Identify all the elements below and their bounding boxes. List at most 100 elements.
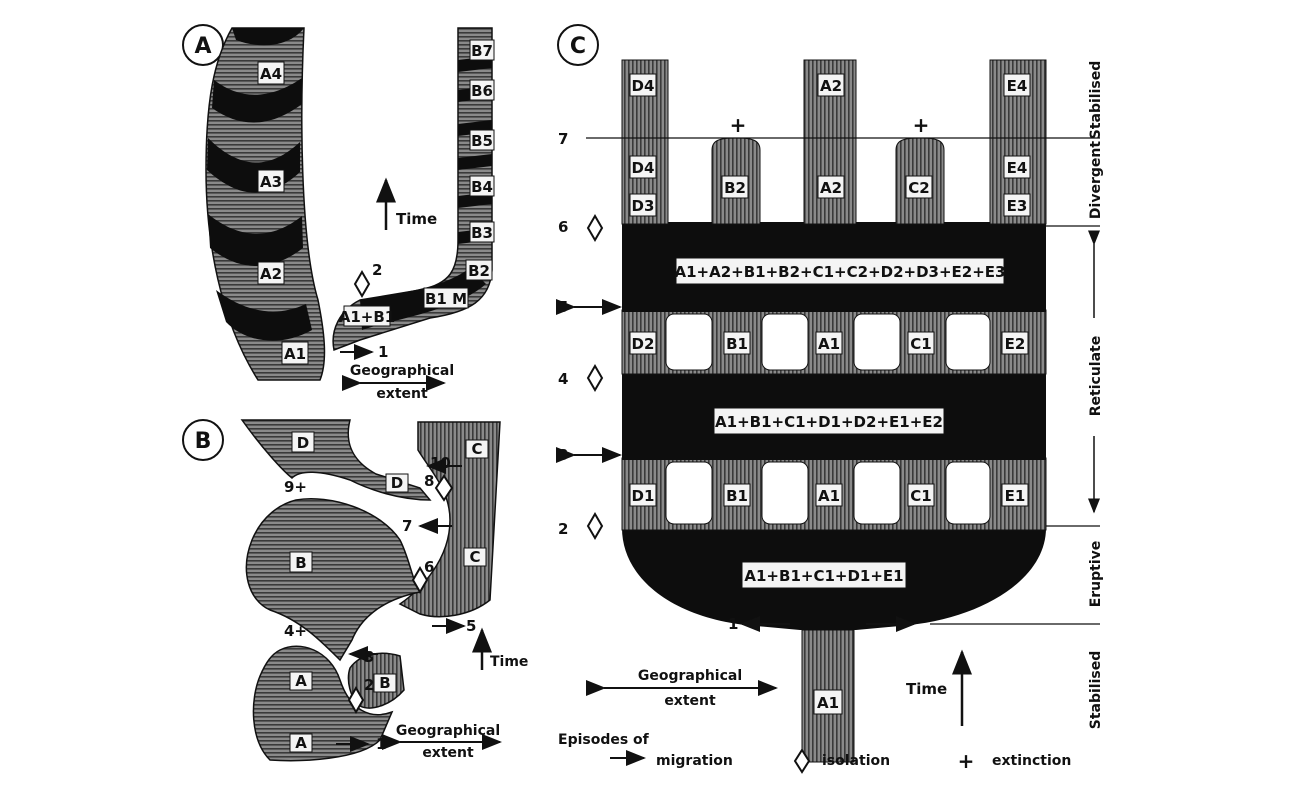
time-label: Time	[490, 654, 528, 670]
episode-number: 8	[424, 472, 434, 490]
panel-b: B D D C C B B A A 1	[182, 419, 528, 762]
unit-label: B	[379, 674, 390, 692]
unit-label: D4	[632, 159, 655, 177]
phase-label: Eruptive	[1088, 541, 1104, 608]
a-unit-boxes: A4 A3 A2 A1 B7 B6 B5 B4 B3 B2 B1 M A1+B1	[257, 39, 495, 365]
unit-label: D2	[632, 335, 655, 353]
unit-box	[257, 61, 285, 85]
legend-migration: migration	[656, 753, 733, 769]
lineage-c	[398, 421, 501, 618]
unit-label: A3	[260, 173, 282, 191]
unit-label: E1	[1005, 487, 1026, 505]
band	[232, 28, 304, 46]
phase-label: Stabilised	[1088, 61, 1104, 140]
unit-box	[291, 431, 315, 453]
unit-box	[469, 39, 495, 61]
unit-label: B4	[471, 178, 493, 196]
reticulate-gaps	[665, 313, 991, 525]
unit-label: D4	[632, 77, 655, 95]
phase-label: Divergent	[1088, 141, 1104, 219]
episode-number: 4+	[284, 622, 307, 640]
unit-box	[373, 673, 397, 693]
isolation-diamond	[434, 474, 454, 502]
unit-box	[257, 261, 285, 285]
unit-box	[343, 305, 391, 327]
unit-label: A	[295, 734, 307, 752]
band	[216, 290, 312, 341]
episode-number: 1	[378, 343, 388, 361]
panel-b-label: B	[195, 429, 212, 454]
extent-label: extent	[422, 745, 474, 761]
unit-label: D	[391, 474, 403, 492]
unit-label: C2	[908, 179, 929, 197]
unit-box	[469, 129, 495, 151]
unit-label: A2	[820, 179, 842, 197]
isolation-diamond	[353, 270, 371, 298]
panel-c: C + +	[556, 24, 1104, 763]
c-unit-boxes: D4 A2 E4 D4 D3 B2 A2 C2 E4 E3 A1+A2+B1+B…	[629, 73, 1031, 715]
unit-box	[465, 259, 493, 281]
band	[208, 214, 303, 266]
unit-box	[385, 473, 409, 493]
legend-extinction-mark: +	[958, 749, 975, 773]
lineage-b-lower	[245, 498, 422, 662]
legend: Episodes of migration isolation + extinc…	[558, 732, 1071, 774]
phase-label: Stabilised	[1088, 651, 1104, 730]
extent-label: Geographical	[396, 723, 500, 739]
episode-number: 9+	[284, 478, 307, 496]
unit-label: B1	[726, 487, 748, 505]
unit-label: A1+B1	[339, 308, 395, 326]
isolation-diamond	[411, 566, 429, 594]
unit-label: A2	[260, 265, 282, 283]
extent-label: extent	[376, 386, 428, 402]
legend-isolation: isolation	[822, 753, 890, 769]
panel-a: A A4 A3 A2 A1 B7	[182, 24, 495, 402]
episode-number: 2	[372, 261, 382, 279]
unit-label: A	[295, 672, 307, 690]
unit-box	[289, 551, 313, 573]
time-label: Time	[906, 680, 947, 698]
extent-label: Geographical	[350, 363, 454, 379]
unit-box	[289, 671, 313, 691]
unit-label: C1	[910, 487, 931, 505]
unit-label: D1	[632, 487, 655, 505]
legend-isolation-diamond	[793, 748, 811, 774]
isolation-diamond	[586, 364, 604, 392]
unit-label: B7	[471, 42, 493, 60]
episode-number: 3	[364, 648, 374, 666]
unit-box	[281, 341, 309, 365]
episode-number: 5	[558, 298, 568, 316]
unit-label: A2	[820, 77, 842, 95]
unit-label: A4	[260, 65, 282, 83]
unit-label: D	[297, 434, 309, 452]
unit-label: D3	[632, 197, 655, 215]
merged-label: A1+B1+C1+D1+E1	[744, 567, 903, 585]
merged-label: A1+B1+C1+D1+D2+E1+E2	[715, 413, 943, 431]
unit-label: A1	[284, 345, 306, 363]
episode-number: 7	[402, 517, 412, 535]
panel-b-circle	[182, 419, 224, 461]
extinction-mark: +	[913, 113, 930, 137]
unit-label: C	[469, 548, 480, 566]
unit-box	[465, 439, 489, 459]
legend-title: Episodes of	[558, 732, 650, 748]
panel-c-circle	[557, 24, 599, 66]
extinction-mark: +	[730, 113, 747, 137]
unit-label: B2	[724, 179, 746, 197]
unit-label: C1	[910, 335, 931, 353]
unit-label: B	[295, 554, 306, 572]
episode-number: 7	[558, 130, 568, 148]
unit-box	[463, 547, 487, 567]
episode-number: 1	[376, 735, 386, 753]
episode-number: 2	[558, 520, 568, 538]
unit-label: A1	[818, 487, 840, 505]
lineage-d	[240, 419, 432, 501]
episode-number: 10	[430, 454, 451, 472]
unit-label: E4	[1007, 77, 1028, 95]
unit-label: C	[471, 440, 482, 458]
unit-box	[257, 169, 285, 193]
unit-label: A1	[817, 694, 839, 712]
unit-label: B3	[471, 224, 493, 242]
unit-box	[423, 287, 469, 309]
